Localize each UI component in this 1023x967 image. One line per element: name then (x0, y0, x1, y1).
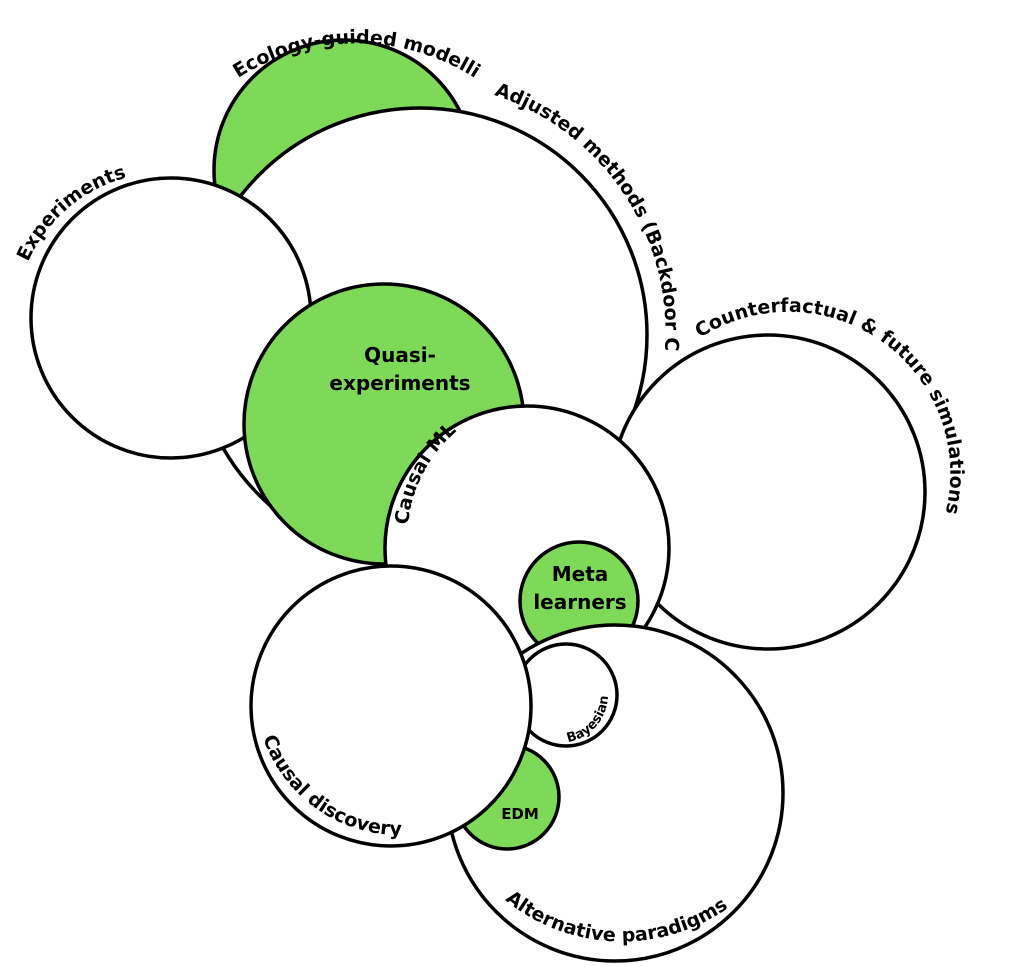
meta-learners-label-line1: Meta (552, 562, 609, 586)
edm-label: EDM (501, 805, 539, 823)
quasi-experiments-label-line2: experiments (329, 371, 470, 395)
causal-discovery-circle (249, 564, 533, 848)
quasi-experiments-label-line1: Quasi- (364, 343, 436, 367)
meta-learners-label-line2: learners (533, 590, 626, 614)
